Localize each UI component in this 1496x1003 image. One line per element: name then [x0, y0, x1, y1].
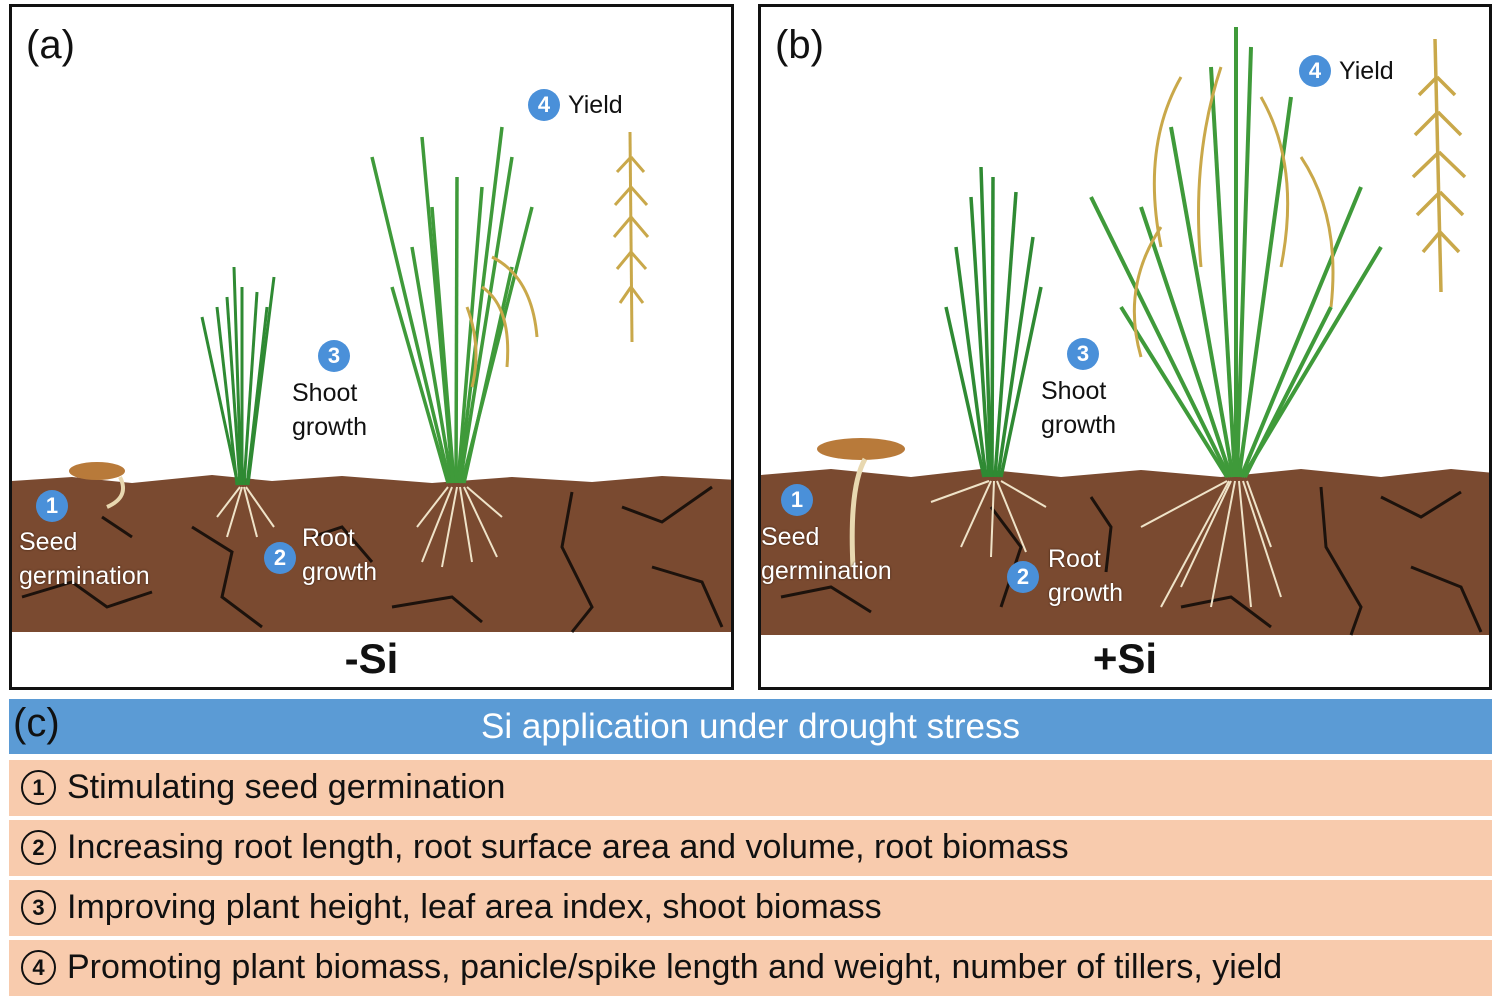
soil-layer: [761, 469, 1489, 635]
germinating-seed-large: [817, 438, 905, 568]
soil-cracks: [780, 486, 1483, 636]
roots-small: [216, 486, 275, 538]
panel-c-letter: (c): [13, 701, 60, 745]
panel-b-letter: (b): [775, 23, 824, 67]
badge-1: 1: [781, 484, 813, 516]
badge-3: 3: [318, 340, 350, 372]
label-yield: Yield: [1339, 57, 1394, 85]
plant-mature-large: [1089, 27, 1383, 479]
seedling-large: [944, 166, 1043, 478]
summary-section: (c) Si application under drought stress …: [9, 699, 1492, 999]
label-seed-line1: Seed: [761, 523, 820, 551]
item-text: Promoting plant biomass, panicle/spike l…: [67, 948, 1283, 986]
label-shoot-line1: Shoot: [292, 379, 358, 407]
label-shoot-line2: growth: [292, 413, 368, 441]
roots-mature: [416, 486, 503, 568]
summary-row: 1 Stimulating seed germination: [9, 760, 1492, 816]
badge-3: 3: [1067, 338, 1099, 370]
badge-2: 2: [264, 542, 296, 574]
summary-row: 2 Increasing root length, root surface a…: [9, 820, 1492, 876]
item-number: 3: [21, 890, 56, 925]
label-seed-line1: Seed: [19, 528, 78, 556]
label-shoot-line2: growth: [1041, 411, 1117, 439]
label-shoot-growth: Shoot growth: [1041, 374, 1116, 442]
item-text: Improving plant height, leaf area index,…: [67, 888, 882, 926]
condition-label: -Si: [344, 635, 399, 682]
item-text: Increasing root length, root surface are…: [67, 828, 1069, 866]
summary-title: Si application under drought stress: [481, 707, 1020, 746]
scene-minus-si: [12, 126, 731, 633]
label-shoot-line1: Shoot: [1041, 377, 1107, 405]
label-root-growth: Root growth: [1048, 542, 1123, 610]
item-number: 4: [21, 950, 56, 985]
grain-panicle-large: [1411, 38, 1467, 293]
label-root-line1: Root: [1048, 545, 1101, 573]
badge-2: 2: [1007, 561, 1039, 593]
label-root-growth: Root growth: [302, 521, 377, 589]
label-root-line2: growth: [302, 558, 378, 586]
scene-plus-si: [761, 27, 1489, 636]
label-root-line2: growth: [1048, 579, 1124, 607]
label-seed-germination: Seed germination: [761, 520, 892, 588]
panel-a-letter: (a): [26, 23, 75, 67]
roots-mature-large: [1140, 480, 1282, 608]
summary-header: (c) Si application under drought stress: [9, 699, 1492, 754]
badge-1: 1: [36, 490, 68, 522]
germinating-seed-small: [69, 462, 125, 509]
panicles-mature-large: [1132, 66, 1335, 358]
roots-seedling-large: [930, 480, 1047, 558]
soil-cracks: [21, 485, 724, 633]
item-number: 2: [21, 830, 56, 865]
badge-4: 4: [1299, 55, 1331, 87]
label-seed-germination: Seed germination: [19, 525, 150, 593]
panicles-mature: [465, 255, 539, 388]
condition-label: +Si: [1092, 635, 1158, 682]
label-root-line1: Root: [302, 524, 355, 552]
item-number: 1: [21, 770, 56, 805]
plant-mature: [370, 126, 534, 484]
label-seed-line2: germination: [19, 562, 150, 590]
soil-layer: [12, 475, 731, 632]
seedling-small: [200, 266, 276, 486]
summary-row: 4 Promoting plant biomass, panicle/spike…: [9, 940, 1492, 996]
panel-plus-si: (b) 1 Seed germination 2 Root growth 3 S…: [758, 4, 1492, 690]
label-shoot-growth: Shoot growth: [292, 376, 367, 444]
panel-minus-si: (a) 1 Seed germination 2 Root growth 3 S…: [9, 4, 734, 690]
summary-row: 3 Improving plant height, leaf area inde…: [9, 880, 1492, 936]
item-text: Stimulating seed germination: [67, 768, 506, 806]
label-seed-line2: germination: [761, 557, 892, 585]
badge-4: 4: [528, 89, 560, 121]
label-yield: Yield: [568, 91, 623, 119]
grain-panicle-small: [612, 131, 650, 343]
